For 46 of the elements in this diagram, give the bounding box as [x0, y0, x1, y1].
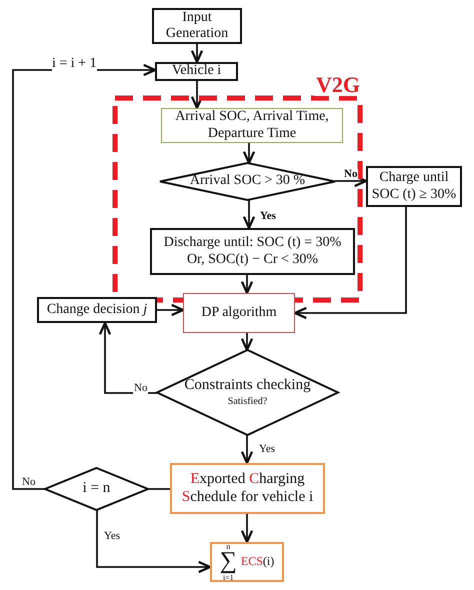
decision-text: Satisfied? [228, 396, 268, 408]
decision-text: Arrival SOC > 30 % [190, 173, 306, 190]
node-text: Vehicle i [172, 63, 222, 80]
process-box [37, 297, 157, 323]
arrow [190, 81, 204, 110]
edge-label: No [21, 477, 36, 488]
node-text: Arrival SOC, Arrival Time, Departure Time [174, 109, 330, 142]
node-text: Input Generation [164, 10, 230, 42]
process-box [150, 228, 355, 275]
arrow [190, 44, 204, 64]
arrow [242, 143, 256, 164]
region-title: V2G [314, 74, 362, 96]
node-text: Exported Charging Schedule for vehicle i [180, 471, 314, 506]
process-box [152, 8, 242, 44]
node-text: Charge until SOC (t) ≥ 30% [370, 170, 458, 203]
summation-sign: ∑ [220, 551, 237, 573]
edge-label: Yes [103, 531, 122, 542]
edge-label: Yes [259, 211, 277, 222]
counter-label: i = i + 1 [52, 56, 97, 72]
node-text: DP algorithm [201, 304, 277, 322]
edge-label: No [343, 169, 358, 180]
arrow [294, 207, 407, 320]
arrow [240, 275, 254, 294]
output-box [170, 463, 325, 514]
arrow [240, 514, 254, 544]
arrow [96, 510, 212, 574]
arrow [157, 304, 184, 316]
arrow [12, 64, 156, 490]
process-box [155, 62, 238, 81]
node-text: Change decision j [46, 302, 148, 318]
edge-label: No [133, 383, 148, 394]
summation-box [210, 542, 284, 582]
summation-term: ECS(i) [240, 555, 274, 569]
lower-limit: i=1 [222, 572, 234, 582]
process-box [183, 293, 295, 333]
input-box [161, 108, 343, 143]
decision-text: Constraints checking [184, 377, 311, 394]
arrow [98, 322, 157, 394]
node-text: Or, SOC(t) − Cr < 30% [186, 252, 318, 268]
arrow [242, 200, 256, 230]
arrow [240, 333, 254, 352]
arrow [240, 435, 254, 464]
decision-text: i = n [82, 480, 110, 498]
edge-label: Yes [258, 444, 276, 455]
upper-limit: n [226, 542, 230, 552]
node-text: Discharge until: SOC (t) = 30% [164, 235, 342, 252]
